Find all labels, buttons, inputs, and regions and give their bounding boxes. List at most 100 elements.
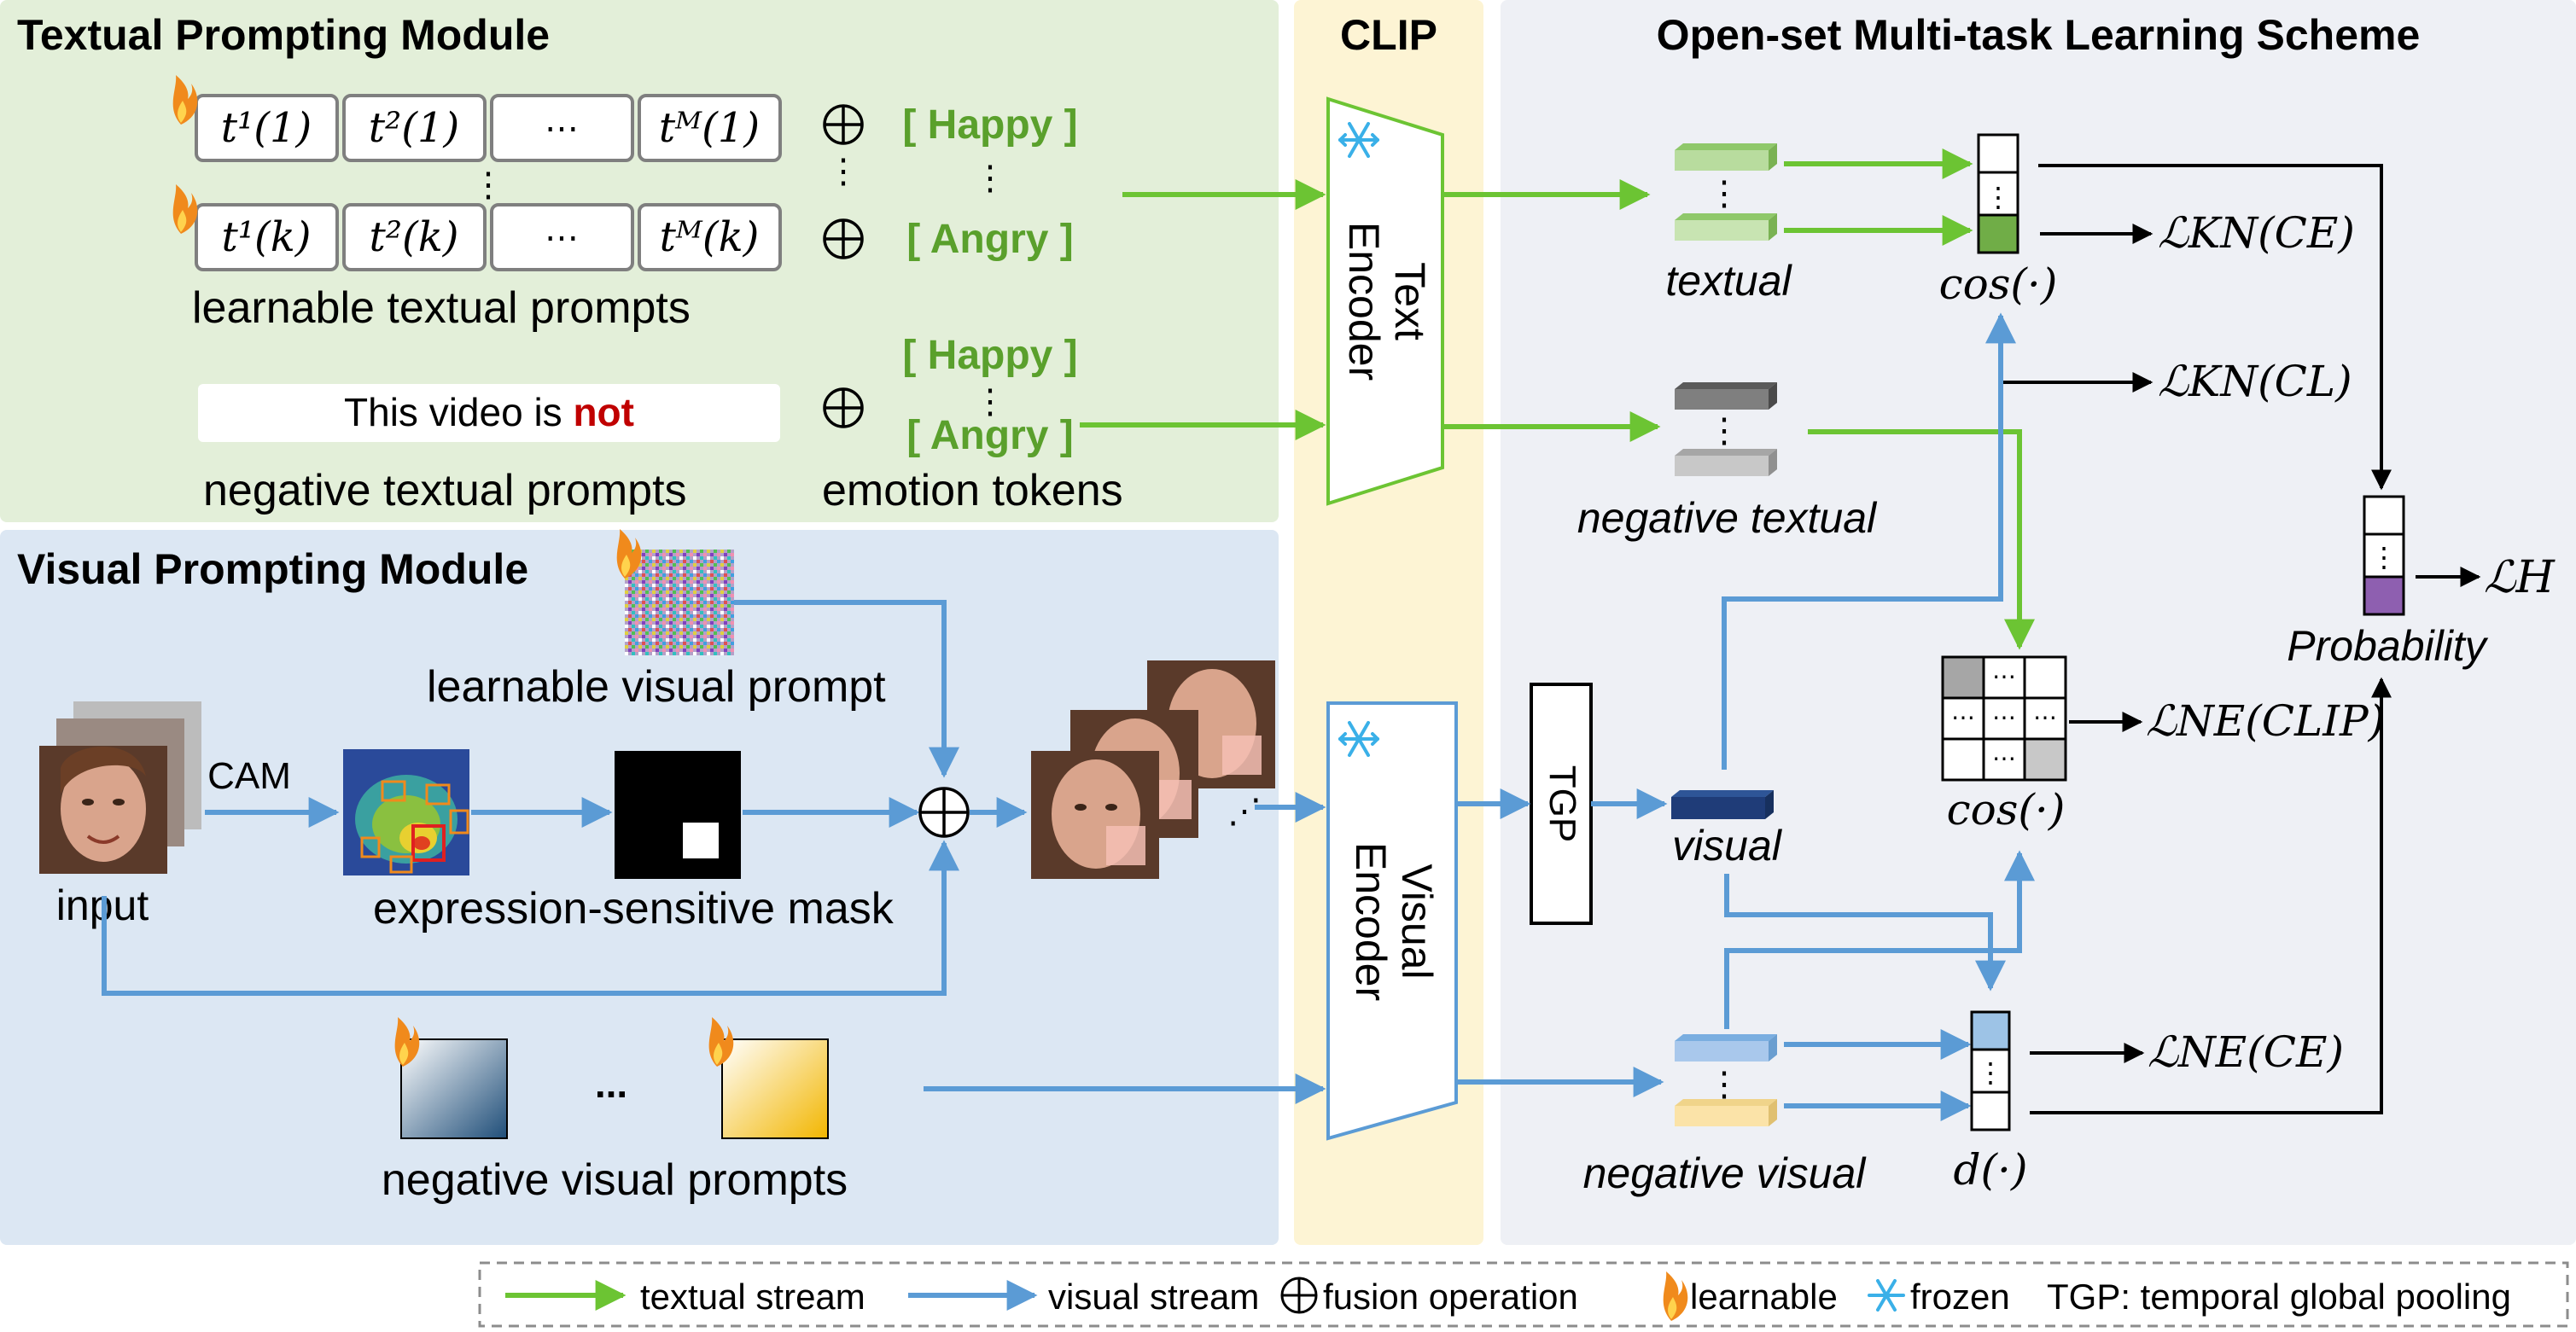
negative-textual-caption: negative textual prompts [203, 466, 687, 515]
tgp-block [1530, 683, 1593, 925]
input-image [39, 701, 201, 874]
text-encoder: TextEncoder [1326, 96, 1444, 506]
textual-module-title: Textual Prompting Module [17, 11, 550, 59]
textual-feature: ⋮ [1675, 143, 1777, 241]
loss-arrow [2030, 677, 2392, 1114]
textual-stream-arrow [1808, 429, 2035, 650]
legend-textual-stream: textual stream [640, 1277, 865, 1317]
emotion-vdots: ⋮ [973, 159, 1007, 198]
legend-fusion: fusion operation [1323, 1277, 1578, 1317]
svg-text:⋮: ⋮ [2370, 541, 2398, 573]
visual-stream-arrow [102, 840, 959, 996]
text-encoder-label: TextEncoder [1340, 222, 1434, 381]
prompt-token: ⋯ [545, 109, 579, 148]
scheme-title: Open-set Multi-task Learning Scheme [1657, 11, 2421, 59]
svg-text:⋮: ⋮ [1977, 1056, 2004, 1089]
loss-h: ℒH [2484, 552, 2556, 603]
negative-visual-feature: ⋮ [1675, 1034, 1777, 1126]
loss-kn-ce: ℒKN(CE) [2158, 208, 2355, 258]
d-label: d(·) [1954, 1145, 2028, 1195]
negative-sentence-box [198, 384, 780, 442]
flame-icon [616, 529, 642, 579]
negative-textual-label: negative textual [1577, 494, 1878, 542]
learnable-visual-prompt-image [625, 550, 734, 655]
legend-box [478, 1261, 2569, 1328]
cos-score-vector: ⋮ [1977, 133, 2019, 254]
snowflake-icon [1338, 721, 1379, 757]
snowflake-icon [1868, 1279, 1905, 1312]
flame-icon [172, 184, 198, 234]
fusion-icon [1280, 1277, 1318, 1314]
negative-textual-feature: ⋮ [1675, 382, 1777, 476]
visual-module-panel [0, 530, 1279, 1245]
mask-caption: expression-sensitive mask [373, 884, 895, 934]
negative-visual-prompt-blue [400, 1038, 508, 1139]
visual-module-title: Visual Prompting Module [17, 545, 528, 593]
scheme-panel [1501, 0, 2576, 1245]
cam-label: CAM [207, 755, 291, 797]
frames-ellipsis: ⋰ [1227, 792, 1262, 831]
svg-text:⋯: ⋯ [1951, 703, 1975, 731]
flame-icon [394, 1017, 420, 1067]
loss-ne-ce: ℒNE(CE) [2148, 1027, 2344, 1077]
svg-text:⋮: ⋮ [1707, 1065, 1741, 1104]
visual-label: visual [1672, 822, 1783, 870]
loss-arrow [2038, 164, 2392, 491]
prompt-vdots: ⋮ [471, 166, 505, 205]
prompt-token: tᴹ(1) [659, 104, 760, 152]
emotion-vdots: ⋮ [973, 382, 1007, 422]
clip-title: CLIP [1340, 11, 1437, 59]
learnable-prompt-row-1: t¹(1) t²(1) ⋯ tᴹ(1) [195, 94, 782, 162]
cam-heatmap [343, 749, 469, 875]
visual-stream-arrow [1724, 850, 2035, 1029]
cos-label: cos(·) [1947, 785, 2066, 835]
fusion-vdots: ⋮ [826, 152, 860, 191]
flame-icon [1663, 1271, 1688, 1321]
svg-text:⋯: ⋯ [1992, 703, 2016, 731]
snowflake-icon [1338, 122, 1379, 158]
prompt-token: tᴹ(k) [660, 213, 760, 261]
legend-visual-stream: visual stream [1048, 1277, 1259, 1317]
prompt-token: t¹(k) [221, 213, 311, 261]
negative-visual-label: negative visual [1583, 1149, 1868, 1197]
fusion-icon [918, 787, 970, 838]
prompt-token: t¹(1) [221, 104, 312, 152]
flame-icon [172, 75, 198, 125]
emotion-token: [ Angry ] [906, 413, 1074, 458]
similarity-matrix: ⋯ ⋯ ⋯ ⋯ ⋯ [1941, 655, 2067, 782]
emotion-token: [ Happy ] [902, 333, 1077, 378]
distance-score-vector: ⋮ [1970, 1010, 2011, 1131]
svg-text:⋯: ⋯ [1992, 744, 2016, 772]
tgp-label: TGP [1542, 765, 1583, 842]
negative-visual-prompt-yellow [721, 1038, 829, 1139]
emotion-tokens-caption: emotion tokens [822, 466, 1123, 515]
cos-label: cos(·) [1939, 259, 2058, 309]
legend-tgp: TGP: temporal global pooling [2047, 1277, 2511, 1317]
svg-text:⋯: ⋯ [1992, 662, 2016, 690]
flame-icon [708, 1017, 734, 1067]
emotion-token: [ Angry ] [906, 217, 1074, 262]
svg-text:⋮: ⋮ [1984, 181, 2012, 213]
svg-text:⋯: ⋯ [2033, 703, 2057, 731]
learnable-textual-caption: learnable textual prompts [192, 283, 691, 333]
learnable-visual-prompt-caption: learnable visual prompt [427, 662, 886, 712]
prompted-frames [1031, 660, 1275, 879]
visual-stream-arrow [1722, 312, 2016, 770]
svg-text:⋮: ⋮ [1707, 411, 1741, 451]
negative-visual-caption: negative visual prompts [382, 1155, 848, 1205]
negative-sentence: This video is not [344, 390, 634, 434]
probability-label: Probability [2287, 622, 2488, 670]
legend-frozen: frozen [1910, 1277, 2010, 1317]
visual-feature [1671, 790, 1774, 819]
probability-vector: ⋮ [2363, 495, 2405, 616]
prompt-token: t²(k) [369, 213, 458, 261]
learnable-prompt-row-k: t¹(k) t²(k) ⋯ tᴹ(k) [195, 203, 782, 271]
prompt-token: ⋯ [545, 218, 579, 258]
visual-encoder: VisualEncoder [1326, 701, 1458, 1141]
emotion-token: [ Happy ] [902, 102, 1077, 148]
svg-text:⋮: ⋮ [1707, 174, 1741, 213]
negative-prompts-ellipsis: ... [595, 1062, 627, 1106]
legend-learnable: learnable [1690, 1277, 1838, 1317]
fusion-icon [823, 387, 864, 428]
